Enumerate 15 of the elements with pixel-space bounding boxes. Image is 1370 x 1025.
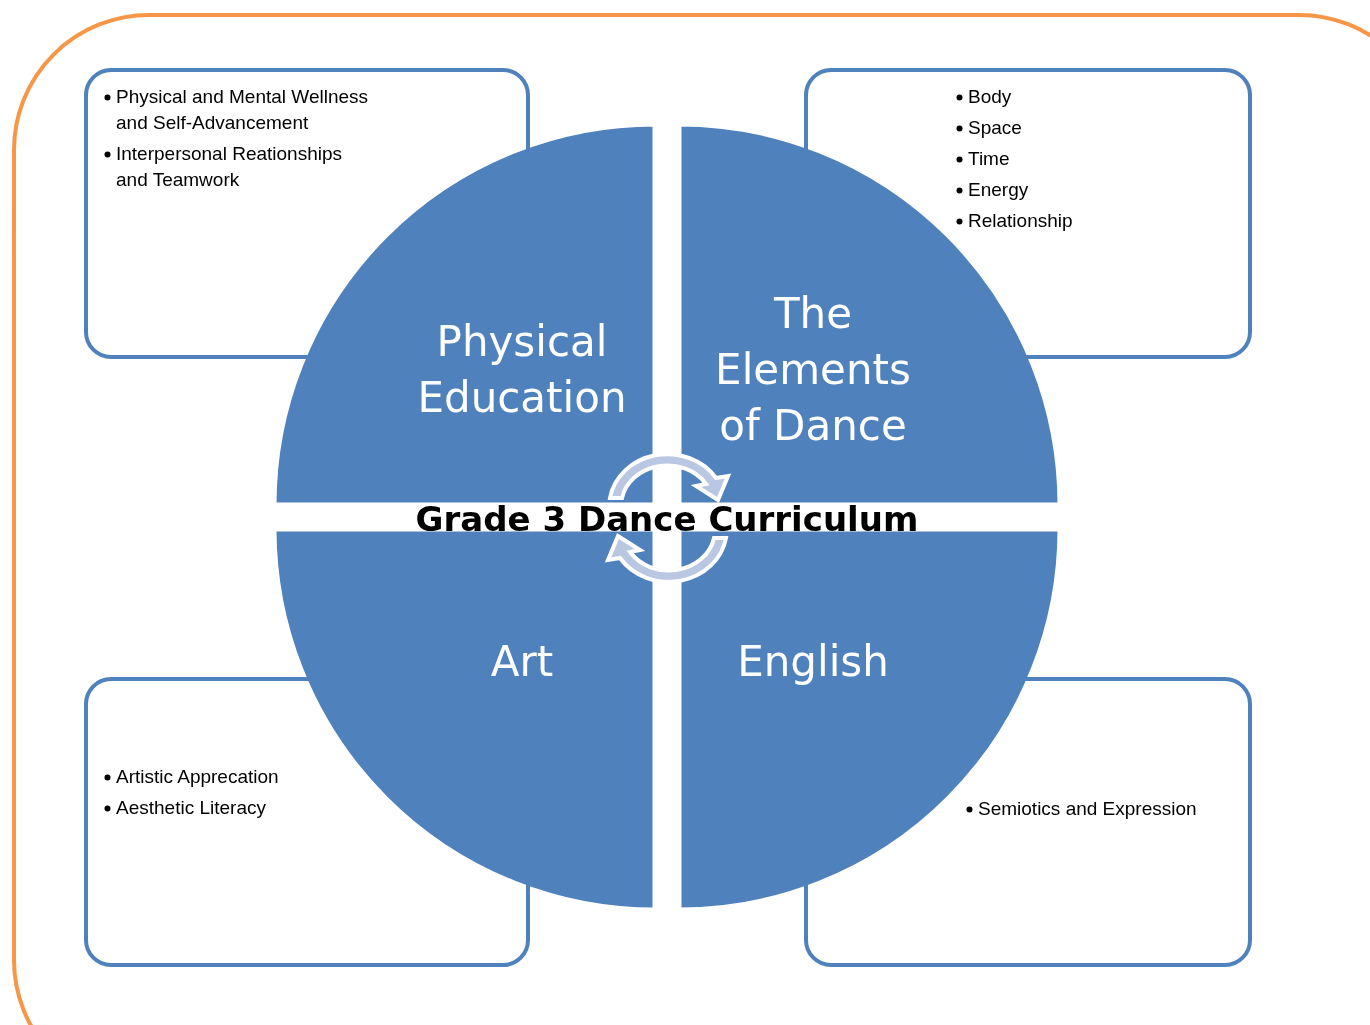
bullet-text: Artistic Apprecation [116,766,279,787]
bullet-text: Time [968,148,1010,169]
quadrant-label: Art [489,636,555,688]
center-title: Grade 3 Dance Curriculum [414,498,920,541]
bullet-text: Body [968,86,1012,107]
bullet-text: Space [968,117,1022,138]
quadrant-label: English [736,636,890,688]
bullet-text: Aesthetic Literacy [116,797,266,818]
bullet-text: Interpersonal Reationships and Teamwork [116,143,343,190]
bullet-text: Energy [968,179,1029,200]
bullet-text: Relationship [968,210,1073,231]
quadrant-label: Physical Education [416,316,628,424]
bullet-text: Physical and Mental Wellness and Self-Advancement [116,86,369,133]
bullet-text: Semiotics and Expression [978,798,1197,819]
quadrant-label: The Elements of Dance [714,288,912,452]
